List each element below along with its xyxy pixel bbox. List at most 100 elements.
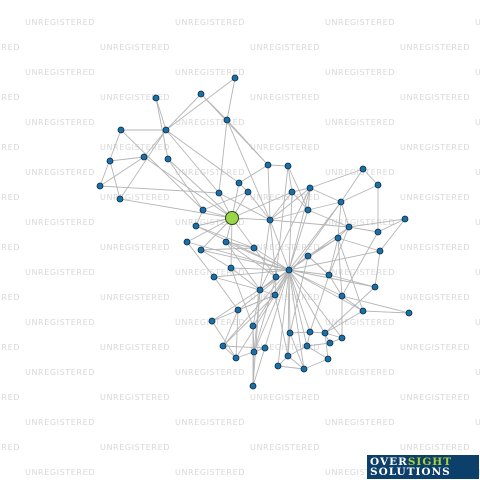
graph-edge bbox=[328, 274, 376, 288]
watermark-text: UNREGISTERED bbox=[100, 293, 170, 302]
graph-node bbox=[325, 271, 333, 279]
watermark-text: UNREGISTERED bbox=[25, 318, 95, 327]
graph-node bbox=[235, 179, 243, 187]
graph-edge bbox=[252, 289, 261, 327]
graph-node bbox=[300, 365, 308, 373]
graph-edge bbox=[252, 269, 290, 387]
graph-edge bbox=[238, 164, 269, 184]
watermark-text: UNREGISTERED bbox=[250, 343, 320, 352]
graph-node bbox=[199, 206, 207, 214]
watermark-text: UNREGISTERED bbox=[25, 168, 95, 177]
graph-node bbox=[306, 184, 314, 192]
graph-node bbox=[249, 322, 257, 330]
graph-edge bbox=[119, 198, 233, 219]
graph-node bbox=[272, 273, 280, 281]
watermark-text: UNREGISTERED bbox=[0, 43, 20, 52]
graph-edge bbox=[287, 269, 290, 357]
graph-edge bbox=[222, 309, 239, 347]
watermark-text: UNREGISTERED bbox=[325, 68, 395, 77]
watermark-text: UNREGISTERED bbox=[100, 343, 170, 352]
graph-edge bbox=[309, 168, 364, 189]
graph-edge bbox=[288, 255, 309, 271]
graph-node bbox=[215, 189, 223, 197]
graph-edge bbox=[340, 184, 379, 203]
watermark-text: UNREGISTERED bbox=[0, 393, 20, 402]
graph-edge bbox=[307, 201, 342, 211]
watermark-text: UNREGISTERED bbox=[475, 318, 480, 327]
graph-edge bbox=[340, 201, 350, 228]
graph-edge bbox=[287, 165, 293, 193]
graph-edge bbox=[362, 310, 410, 314]
watermark-text: UNREGISTERED bbox=[250, 293, 320, 302]
graph-edge bbox=[289, 255, 309, 334]
graph-edge bbox=[287, 355, 305, 370]
graph-edge bbox=[200, 93, 269, 166]
graph-edge bbox=[309, 187, 342, 203]
graph-edge bbox=[202, 191, 249, 211]
graph-edge bbox=[288, 269, 308, 347]
watermark-text: UNREGISTERED bbox=[0, 443, 20, 452]
graph-node bbox=[401, 215, 409, 223]
graph-edge bbox=[252, 269, 290, 327]
graph-node bbox=[249, 382, 257, 390]
graph-edge bbox=[287, 332, 291, 357]
graph-edge bbox=[200, 249, 232, 269]
graph-node bbox=[284, 162, 292, 170]
watermark-text: UNREGISTERED bbox=[475, 368, 480, 377]
watermark-text: UNREGISTERED bbox=[475, 268, 480, 277]
graph-edge bbox=[200, 247, 255, 251]
graph-edge bbox=[235, 309, 239, 359]
graph-edge bbox=[288, 269, 343, 339]
watermark-text: UNREGISTERED bbox=[100, 243, 170, 252]
watermark-text: UNREGISTERED bbox=[25, 468, 95, 477]
graph-node bbox=[117, 126, 125, 134]
graph-edge bbox=[374, 250, 381, 288]
graph-edge bbox=[288, 191, 293, 271]
graph-edge bbox=[165, 129, 240, 184]
graph-edge bbox=[337, 237, 343, 297]
watermark-text: UNREGISTERED bbox=[0, 293, 20, 302]
graph-edge bbox=[120, 129, 204, 211]
graph-edge bbox=[288, 269, 343, 297]
graph-edge bbox=[200, 249, 290, 271]
watermark-text: UNREGISTERED bbox=[250, 243, 320, 252]
logo-word-sight: SIGHT bbox=[407, 456, 453, 468]
graph-edge bbox=[165, 77, 236, 131]
watermark-text: UNREGISTERED bbox=[100, 143, 170, 152]
graph-node bbox=[304, 252, 312, 260]
graph-node bbox=[326, 339, 334, 347]
graph-edge bbox=[230, 267, 261, 291]
graph-node bbox=[227, 264, 235, 272]
graph-edge bbox=[377, 218, 406, 233]
graph-edge bbox=[230, 267, 254, 327]
graph-node bbox=[223, 116, 231, 124]
graph-edge bbox=[307, 187, 311, 211]
graph-node bbox=[183, 238, 191, 246]
graph-edge bbox=[109, 160, 121, 200]
graph-node bbox=[266, 216, 274, 224]
watermark-text: UNREGISTERED bbox=[325, 268, 395, 277]
watermark-text: UNREGISTERED bbox=[0, 193, 20, 202]
watermark-text: UNREGISTERED bbox=[175, 18, 245, 27]
graph-edge bbox=[167, 158, 204, 211]
graph-node bbox=[162, 126, 170, 134]
graph-edge bbox=[288, 209, 309, 271]
node-layer bbox=[96, 74, 413, 390]
graph-node bbox=[222, 238, 230, 246]
watermark-text: UNREGISTERED bbox=[400, 143, 470, 152]
watermark-text: UNREGISTERED bbox=[25, 18, 95, 27]
graph-edge bbox=[155, 97, 169, 160]
graph-node bbox=[106, 157, 114, 165]
graph-edge bbox=[225, 241, 261, 291]
graph-edge bbox=[337, 237, 364, 312]
graph-edge bbox=[269, 187, 311, 221]
graph-edge bbox=[155, 97, 167, 131]
graph-edge bbox=[274, 201, 342, 296]
watermark-text: UNREGISTERED bbox=[175, 418, 245, 427]
graph-edge bbox=[167, 158, 233, 219]
graph-edge bbox=[186, 241, 215, 278]
graph-node bbox=[324, 355, 332, 363]
graph-edge bbox=[252, 289, 261, 387]
watermark-text: UNREGISTERED bbox=[250, 393, 320, 402]
graph-edge bbox=[259, 187, 311, 291]
